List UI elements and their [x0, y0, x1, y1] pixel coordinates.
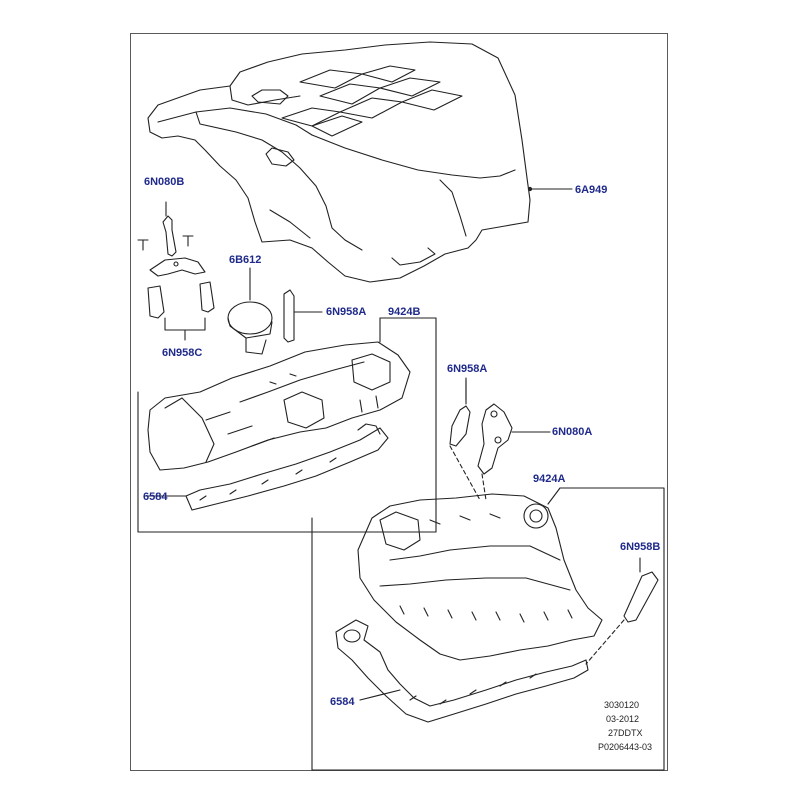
cam-cover-lh-part — [357, 493, 603, 661]
engine-cover-part — [147, 41, 531, 283]
stud-part-right — [623, 557, 659, 623]
oil-filler-cap-part — [227, 271, 273, 355]
leader-lines — [137, 186, 665, 771]
guide-lines — [449, 445, 625, 665]
label-cover-rh: 9424B — [388, 306, 421, 318]
gasket-lh-part — [335, 619, 589, 723]
label-gasket-upper: 6584 — [143, 491, 168, 503]
stud-part-left — [283, 289, 323, 343]
reference-line-2: 03-2012 — [606, 714, 640, 724]
label-stud-right: 6N958B — [620, 541, 661, 553]
reference-line-3: 27DDTX — [608, 728, 643, 738]
label-engine-cover: 6A949 — [575, 184, 608, 196]
reference-line-4: P0206443-03 — [598, 742, 653, 752]
stud-part-mid — [449, 379, 471, 447]
label-hose-pair: 6N958C — [162, 347, 203, 359]
bracket-bolt-assembly — [137, 201, 215, 341]
cam-cover-rh-part — [147, 341, 411, 471]
label-oil-filler-cap: 6B612 — [229, 254, 262, 266]
label-bolt-top-left: 6N080B — [144, 176, 185, 188]
reference-line-1: 3030120 — [604, 700, 640, 710]
label-bracket-right: 6N080A — [552, 426, 593, 438]
gasket-rh-part — [185, 423, 389, 511]
label-cover-lh: 9424A — [533, 473, 566, 485]
bracket-part-right — [477, 403, 551, 475]
label-stud-left: 6N958A — [326, 306, 367, 318]
label-stud-mid: 6N958A — [447, 363, 488, 375]
label-gasket-lower: 6584 — [330, 696, 355, 708]
